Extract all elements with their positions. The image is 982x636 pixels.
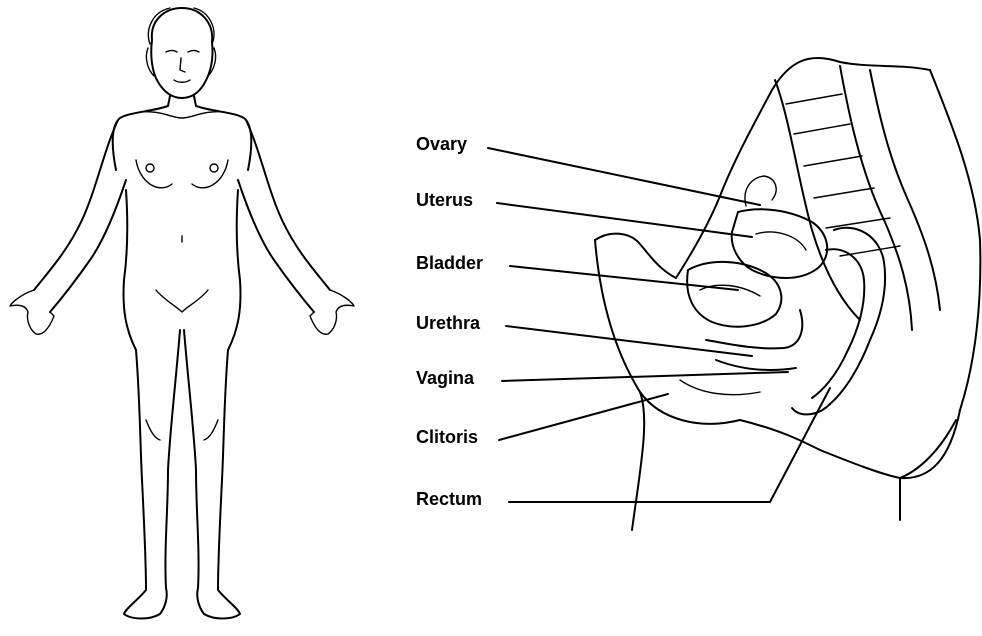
- label-clitoris: Clitoris: [416, 428, 478, 446]
- label-rectum: Rectum: [416, 490, 482, 508]
- label-vagina: Vagina: [416, 369, 474, 387]
- leader-bladder: [510, 266, 738, 290]
- leader-clitoris: [499, 394, 668, 440]
- label-uterus: Uterus: [416, 191, 473, 209]
- leader-vagina: [502, 372, 788, 381]
- label-urethra: Urethra: [416, 314, 480, 332]
- leader-urethra: [506, 326, 752, 356]
- label-ovary: Ovary: [416, 135, 467, 153]
- leader-ovary: [488, 148, 760, 205]
- leader-rectum: [509, 388, 830, 502]
- label-bladder: Bladder: [416, 254, 483, 272]
- leader-uterus: [497, 203, 752, 237]
